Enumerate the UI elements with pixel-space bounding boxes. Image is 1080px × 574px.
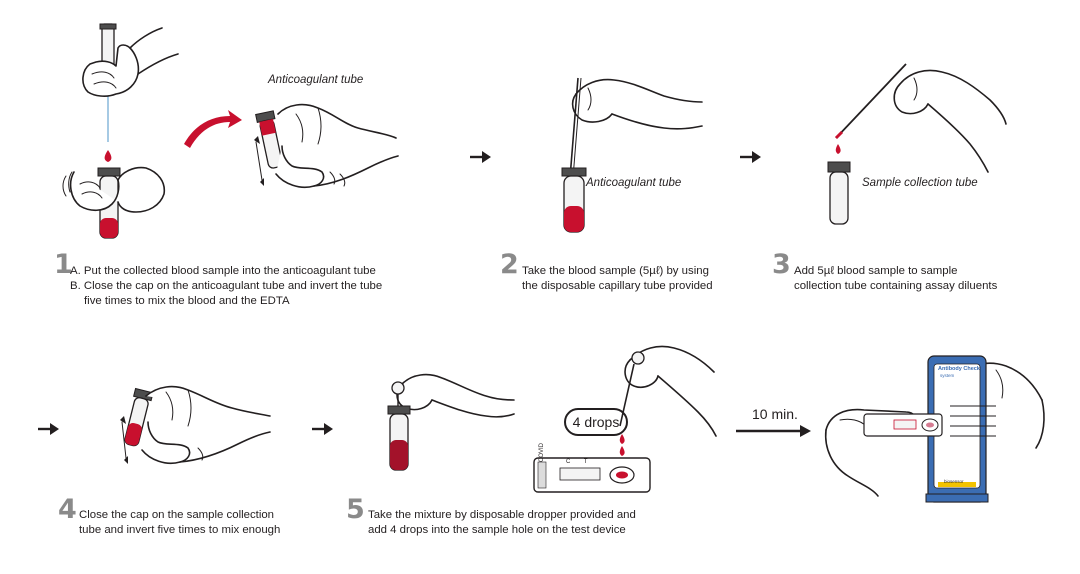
cassette-label: COVID bbox=[539, 442, 545, 462]
anticoagulant-tube-label-top: Anticoagulant tube bbox=[268, 74, 364, 86]
step-1-caption: A. Put the collected blood sample into t… bbox=[70, 264, 382, 309]
step-3-caption: Add 5µℓ blood sample to sample collectio… bbox=[794, 264, 997, 294]
next-arrow-2 bbox=[740, 151, 761, 163]
step-1-line-a: A. Put the collected blood sample into t… bbox=[70, 265, 376, 277]
step-1-line-c: five times to mix the blood and the EDTA bbox=[84, 295, 290, 307]
step-2-line-b: the disposable capillary tube provided bbox=[522, 280, 713, 292]
reader-brand: biosensor bbox=[944, 479, 964, 484]
step-5-line-a: Take the mixture by disposable dropper p… bbox=[368, 509, 636, 521]
step-number-3: 3 bbox=[772, 249, 791, 280]
step-2-line-a: Take the blood sample (5µℓ) by using bbox=[522, 265, 709, 277]
four-drops-badge: 4 drops bbox=[564, 408, 628, 436]
step-number-5: 5 bbox=[346, 494, 365, 525]
sample-collection-tube-label: Sample collection tube bbox=[862, 177, 978, 189]
reader-title: Antibody Check bbox=[938, 366, 980, 372]
invert-tube-hand-illustration bbox=[254, 103, 399, 189]
red-curved-arrow bbox=[184, 110, 242, 148]
step-3-line-a: Add 5µℓ blood sample to sample bbox=[794, 265, 958, 277]
step-4-line-b: tube and invert five times to mix enough bbox=[79, 524, 281, 536]
invert-sample-tube-illustration bbox=[120, 385, 271, 465]
next-arrow-4 bbox=[312, 423, 333, 435]
step-number-4: 4 bbox=[58, 494, 77, 525]
step-number-1: 1 bbox=[54, 249, 73, 280]
wait-arrow bbox=[736, 425, 811, 437]
step-2-caption: Take the blood sample (5µℓ) by using the… bbox=[522, 264, 713, 294]
next-arrow-1 bbox=[470, 151, 491, 163]
step-1-line-b: B. Close the cap on the anticoagulant tu… bbox=[70, 280, 383, 292]
reader-device-illustration bbox=[824, 355, 1045, 503]
step-number-2: 2 bbox=[500, 249, 519, 280]
next-arrow-3 bbox=[38, 423, 59, 435]
dropper-over-cassette-illustration bbox=[533, 345, 717, 493]
sample-collection-illustration bbox=[827, 63, 1007, 225]
dropper-in-tube-illustration bbox=[387, 373, 515, 471]
step-4-caption: Close the cap on the sample collection t… bbox=[79, 508, 280, 538]
step-5-line-b: add 4 drops into the sample hole on the … bbox=[368, 524, 626, 536]
step-4-line-a: Close the cap on the sample collection bbox=[79, 509, 275, 521]
step-5-caption: Take the mixture by disposable dropper p… bbox=[368, 508, 636, 538]
four-drops-label: 4 drops bbox=[572, 414, 620, 430]
syringe-hand-illustration bbox=[62, 23, 179, 239]
reader-subtitle: system bbox=[940, 373, 955, 378]
capillary-tube-illustration bbox=[561, 77, 703, 233]
wait-time-label: 10 min. bbox=[752, 406, 798, 422]
cassette-marks: C T bbox=[566, 459, 594, 465]
anticoagulant-tube-label-step2: Anticoagulant tube bbox=[586, 177, 682, 189]
step-3-line-b: collection tube containing assay diluent… bbox=[794, 280, 998, 292]
